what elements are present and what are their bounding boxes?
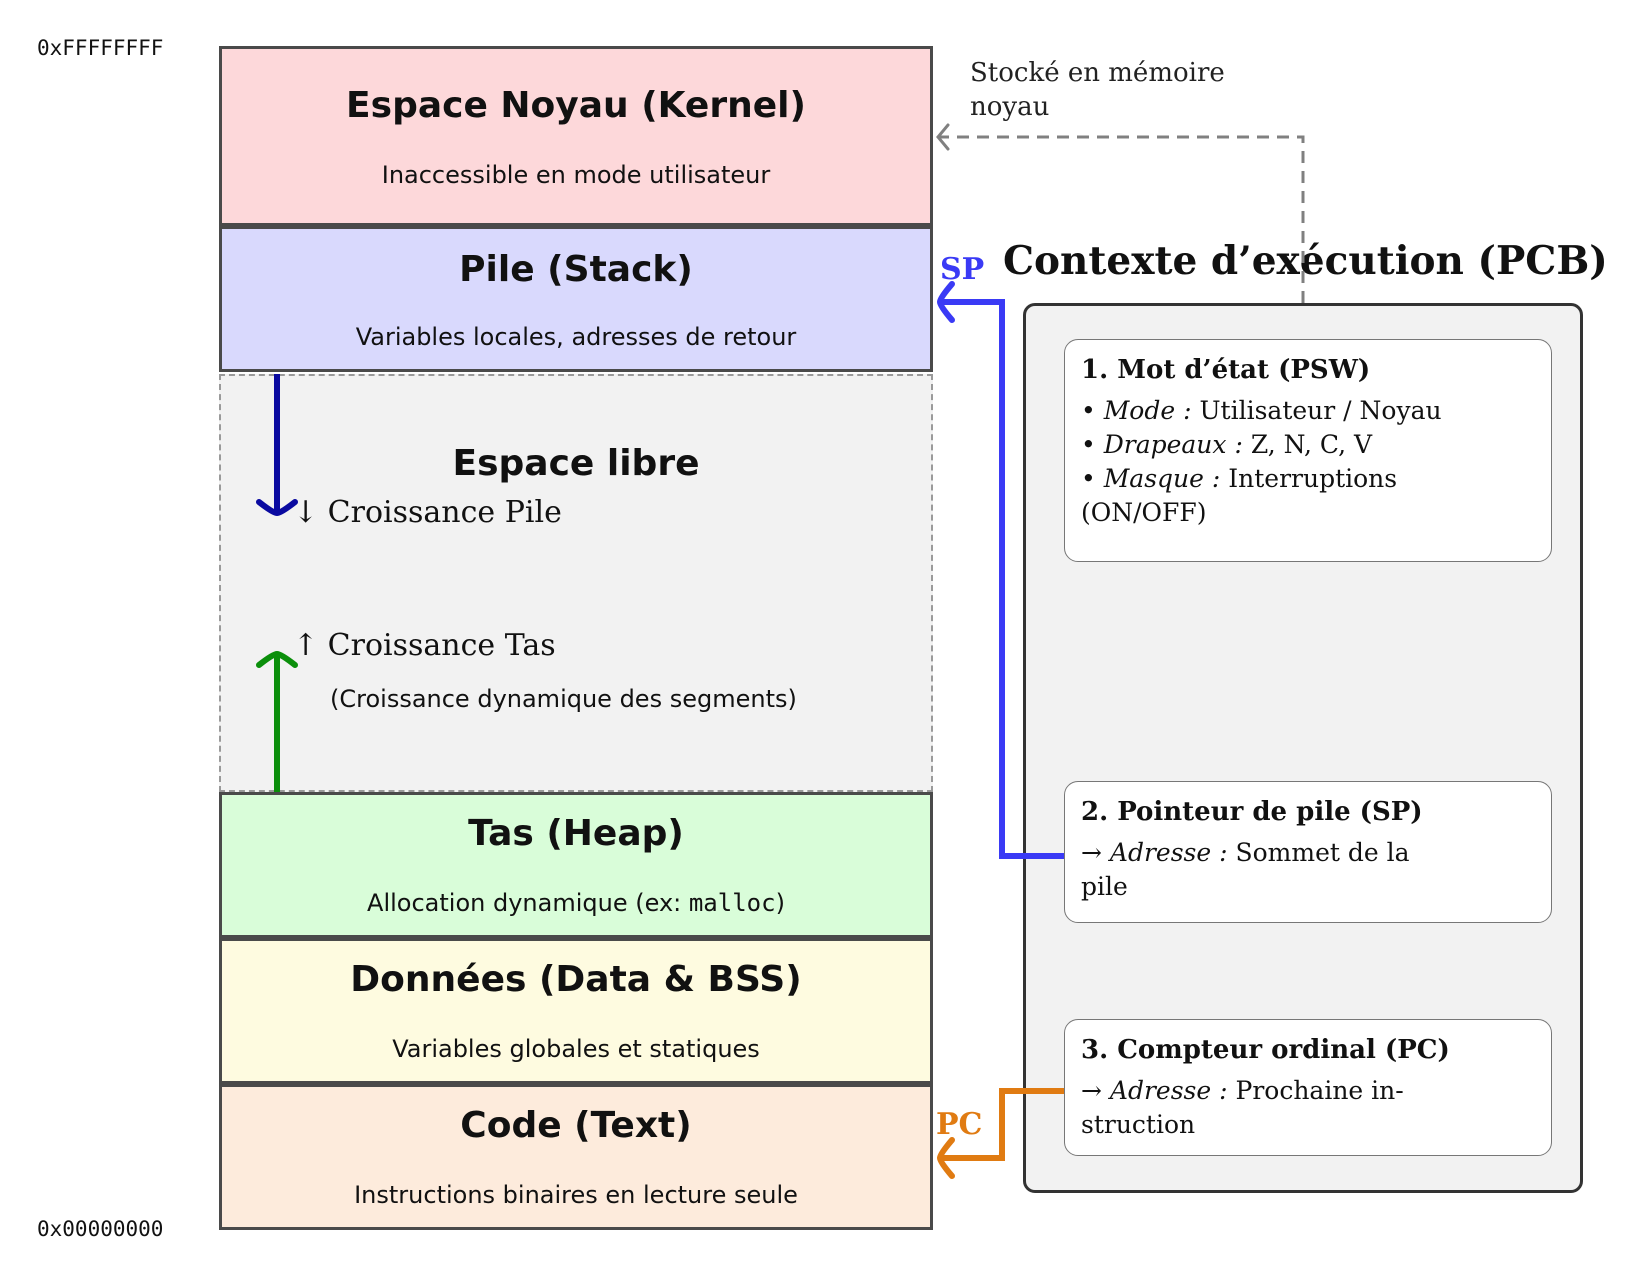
data-segment: Données (Data & BSS) Variables globales … — [219, 938, 933, 1084]
kernel-subtitle: Inaccessible en mode utilisateur — [381, 161, 771, 189]
psw-heading: 1. Mot d’état (PSW) — [1081, 355, 1371, 385]
pc-pointer-label: PC — [936, 1107, 983, 1142]
psw-flags-label: Drapeaux : — [1103, 430, 1243, 459]
sp-address-value-cont: pile — [1081, 872, 1128, 901]
heap-subtitle-suffix: ) — [775, 889, 785, 917]
stack-growth-arrowhead — [256, 499, 298, 517]
kernel-storage-arrowhead — [936, 123, 950, 151]
free-space-segment — [219, 374, 933, 792]
heap-subtitle-prefix: Allocation dynamique (ex: — [367, 889, 689, 917]
free-space-title: Espace libre — [452, 443, 700, 484]
kernel-storage-note-line2: noyau — [970, 92, 1050, 122]
pc-pointer-line — [940, 1088, 1064, 1161]
psw-mask-value: Interruptions — [1228, 464, 1398, 493]
data-subtitle: Variables globales et statiques — [392, 1035, 760, 1063]
sp-card: 2. Pointeur de pile (SP) → Adresse : Som… — [1064, 781, 1552, 923]
data-title: Données (Data & BSS) — [350, 959, 802, 1000]
psw-flags-value: Z, N, C, V — [1250, 430, 1373, 459]
kernel-storage-note: Stocké en mémoire noyau — [970, 56, 1225, 124]
stack-growth-label: ↓ Croissance Pile — [293, 495, 562, 530]
pc-address-value-cont: struction — [1081, 1110, 1196, 1139]
kernel-title: Espace Noyau (Kernel) — [346, 85, 806, 126]
code-subtitle: Instructions binaires en lecture seule — [354, 1181, 798, 1209]
stack-segment: Pile (Stack) Variables locales, adresses… — [219, 226, 933, 372]
psw-flags-line: • Drapeaux : Z, N, C, V — [1081, 430, 1373, 459]
psw-card: 1. Mot d’état (PSW) • Mode : Utilisateur… — [1064, 339, 1552, 562]
pc-card: 3. Compteur ordinal (PC) → Adresse : Pro… — [1064, 1019, 1552, 1156]
sp-heading: 2. Pointeur de pile (SP) — [1081, 797, 1423, 827]
heap-segment: Tas (Heap) Allocation dynamique (ex: mal… — [219, 792, 933, 938]
psw-mask-line: • Masque : Interruptions — [1081, 464, 1398, 493]
code-title: Code (Text) — [460, 1105, 692, 1146]
sp-pointer-arrowhead — [936, 281, 955, 323]
heap-title: Tas (Heap) — [468, 813, 684, 854]
pc-heading: 3. Compteur ordinal (PC) — [1081, 1035, 1450, 1065]
sp-address-value: Sommet de la — [1235, 838, 1410, 867]
dynamic-growth-note: (Croissance dynamique des segments) — [330, 685, 797, 713]
kernel-storage-connector — [938, 135, 1305, 303]
heap-growth-label: ↑ Croissance Tas — [293, 628, 556, 663]
heap-subtitle-code: malloc — [688, 889, 776, 917]
pc-pointer-arrowhead — [936, 1137, 955, 1179]
heap-subtitle: Allocation dynamique (ex: malloc) — [222, 889, 930, 917]
pcb-title: Contexte d’exécution (PCB) — [1003, 238, 1608, 284]
psw-mask-value-cont: (ON/OFF) — [1081, 498, 1207, 527]
address-top-label: 0xFFFFFFFF — [37, 36, 164, 60]
psw-mode-value: Utilisateur / Noyau — [1199, 396, 1442, 425]
heap-growth-arrowhead — [256, 650, 298, 668]
stack-title: Pile (Stack) — [459, 249, 693, 290]
sp-address-label: Adresse : — [1109, 838, 1228, 867]
kernel-storage-note-line1: Stocké en mémoire — [970, 58, 1225, 88]
address-bottom-label: 0x00000000 — [37, 1217, 164, 1241]
psw-mode-line: • Mode : Utilisateur / Noyau — [1081, 396, 1442, 425]
kernel-segment: Espace Noyau (Kernel) Inaccessible en mo… — [219, 46, 933, 226]
psw-mode-label: Mode : — [1103, 396, 1192, 425]
sp-pointer-label: SP — [940, 252, 985, 287]
sp-pointer-line — [940, 299, 1064, 859]
pc-address-value: Prochaine in- — [1235, 1076, 1404, 1105]
sp-address-line: → Adresse : Sommet de la — [1081, 838, 1410, 867]
pc-address-label: Adresse : — [1109, 1076, 1228, 1105]
psw-mask-label: Masque : — [1103, 464, 1221, 493]
code-segment: Code (Text) Instructions binaires en lec… — [219, 1084, 933, 1230]
pc-address-line: → Adresse : Prochaine in- — [1081, 1076, 1404, 1105]
stack-subtitle: Variables locales, adresses de retour — [355, 323, 797, 351]
